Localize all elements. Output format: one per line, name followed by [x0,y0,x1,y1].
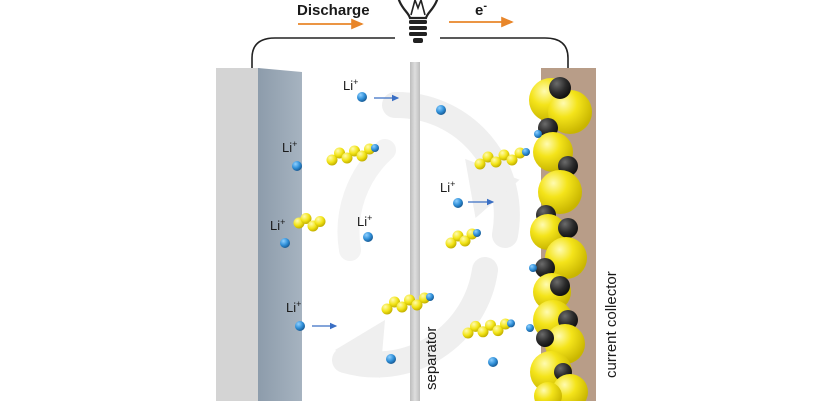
free-li-ions [280,92,498,367]
li-ion-label: Li+ [343,77,358,93]
li-ion [488,357,498,367]
li-ion [292,161,302,171]
li-migration-arrows [312,94,495,330]
sulfur-atom [474,158,486,170]
polysulfide-chain [381,292,434,315]
li-charge: + [296,299,301,309]
li-symbol: Li [440,180,450,195]
sulfur-atom [482,151,494,163]
cycle-arrows [332,91,520,378]
li-ion-label: Li+ [440,179,455,195]
li-ion [453,198,463,208]
current-collector-label: current collector [603,271,620,378]
external-circuit-wire [251,37,569,68]
sulfur-atom [506,154,518,166]
li-ion [295,321,305,331]
li-ion [357,92,367,102]
discharge-label: Discharge [297,2,370,19]
anode-light-layer [216,68,260,401]
sulfur-atom [300,213,312,224]
li-ion [363,232,373,242]
sulfur-atom [459,235,471,247]
li-symbol: Li [282,140,292,155]
sulfur-atom [490,156,502,168]
sulfur-atom [381,303,393,315]
sulfur-atom [396,301,408,313]
li-ion-labels: Li+ Li+ Li+ Li+ Li+ Li+ [270,77,455,315]
sulfur-particle [534,382,562,401]
electron-label: e- [475,0,487,19]
li-charge: + [450,179,455,189]
li-symbol: Li [357,214,367,229]
carbon-particle [558,218,578,238]
li-ion-label: Li+ [282,139,297,155]
li-symbol: Li [286,300,296,315]
polysulfide-chain [445,228,481,249]
li-charge: + [353,77,358,87]
sulfur-atom [498,149,510,161]
cycle-arrow-upper [382,91,520,248]
electron-charge: - [483,0,487,12]
carbon-particle [550,276,570,296]
separator-label: separator [423,327,440,390]
li-ion [436,105,446,115]
li-ion [426,293,434,301]
sulfur-atom [341,152,353,164]
li-symbol: Li [270,218,280,233]
li-ion-label: Li+ [286,299,301,315]
li-charge: + [292,139,297,149]
polysulfide-chain [462,318,515,339]
cycle-arrow-left [337,139,396,261]
sulfur-atom [356,150,368,162]
li-ion [473,229,481,237]
anode [216,68,302,401]
cycle-arrowhead-lower [335,320,385,378]
carbon-particle [549,77,571,99]
sulfur-atom [445,237,457,249]
polysulfide-chains [293,143,530,339]
sulfur-atom [492,325,504,337]
anode-lithium-layer [258,68,302,401]
li-ion [386,354,396,364]
li-ion [526,324,534,332]
li-ion [522,148,530,156]
separator-membrane [410,62,420,401]
polysulfide-chain [293,213,326,232]
sulfur-particle [548,90,592,134]
polysulfide-chain [326,143,379,166]
sulfur-atom [477,326,489,338]
li-ion [371,144,379,152]
carbon-particle [535,258,555,278]
sulfur-atom [326,154,338,166]
li-ion [280,238,290,248]
sulfur-atom [314,216,326,227]
lightbulb-icon [397,0,439,43]
sulfur-particle [545,237,587,279]
li-ion-label: Li+ [357,213,372,229]
sulfur-particle [538,170,582,214]
li-ion [529,264,537,272]
electron-symbol: e [475,2,483,19]
li-symbol: Li [343,78,353,93]
li-charge: + [367,213,372,223]
li-ion [534,130,542,138]
cycle-arrowhead-upper [465,158,520,219]
sulfur-atom [411,299,423,311]
li-ion [507,319,515,328]
polysulfide-chain [474,147,530,170]
sulfur-atom [462,327,474,339]
li-ion-label: Li+ [270,217,285,233]
li-charge: + [280,217,285,227]
cathode-sulfur-carbon-composite [526,77,592,401]
carbon-particle [536,329,554,347]
